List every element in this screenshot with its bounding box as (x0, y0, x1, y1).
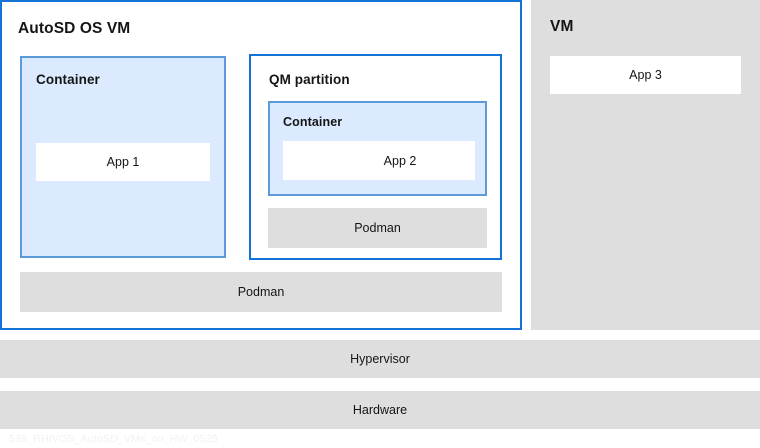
qm-podman-label: Podman (354, 221, 401, 235)
hypervisor-label: Hypervisor (350, 352, 410, 366)
diagram-id-watermark: 539_RHIVOS_AutoSD_VMs_on_HW_0525 (9, 433, 218, 445)
app-2-label: App 2 (383, 153, 417, 168)
app-1-label: App 1 (106, 155, 140, 169)
app-2-box: App 2 (283, 141, 475, 180)
autosd-os-vm-title: AutoSD OS VM (18, 20, 131, 37)
qm-podman-bar: Podman (268, 208, 487, 248)
autosd-container-title: Container (36, 72, 100, 87)
autosd-container-box: Container App 1 (20, 56, 226, 258)
hardware-label: Hardware (352, 403, 408, 417)
autosd-os-vm-panel: AutoSD OS VM Container App 1 QM partitio… (0, 0, 522, 330)
app-3-label: App 3 (629, 68, 662, 82)
app-1-box: App 1 (36, 143, 210, 181)
qm-partition-box: QM partition Container App 2 Podman (249, 54, 502, 260)
autosd-podman-label: Podman (237, 285, 285, 299)
qm-container-title: Container (283, 115, 343, 129)
hypervisor-layer-bar: Hypervisor (0, 340, 760, 378)
qm-container-box: Container App 2 (268, 101, 487, 196)
qm-partition-title: QM partition (269, 72, 350, 87)
vm-panel: VM App 3 (531, 0, 760, 330)
autosd-podman-bar: Podman (20, 272, 502, 312)
vm-panel-title: VM (550, 18, 574, 35)
app-3-box: App 3 (550, 56, 741, 94)
hardware-layer-bar: Hardware (0, 391, 760, 429)
